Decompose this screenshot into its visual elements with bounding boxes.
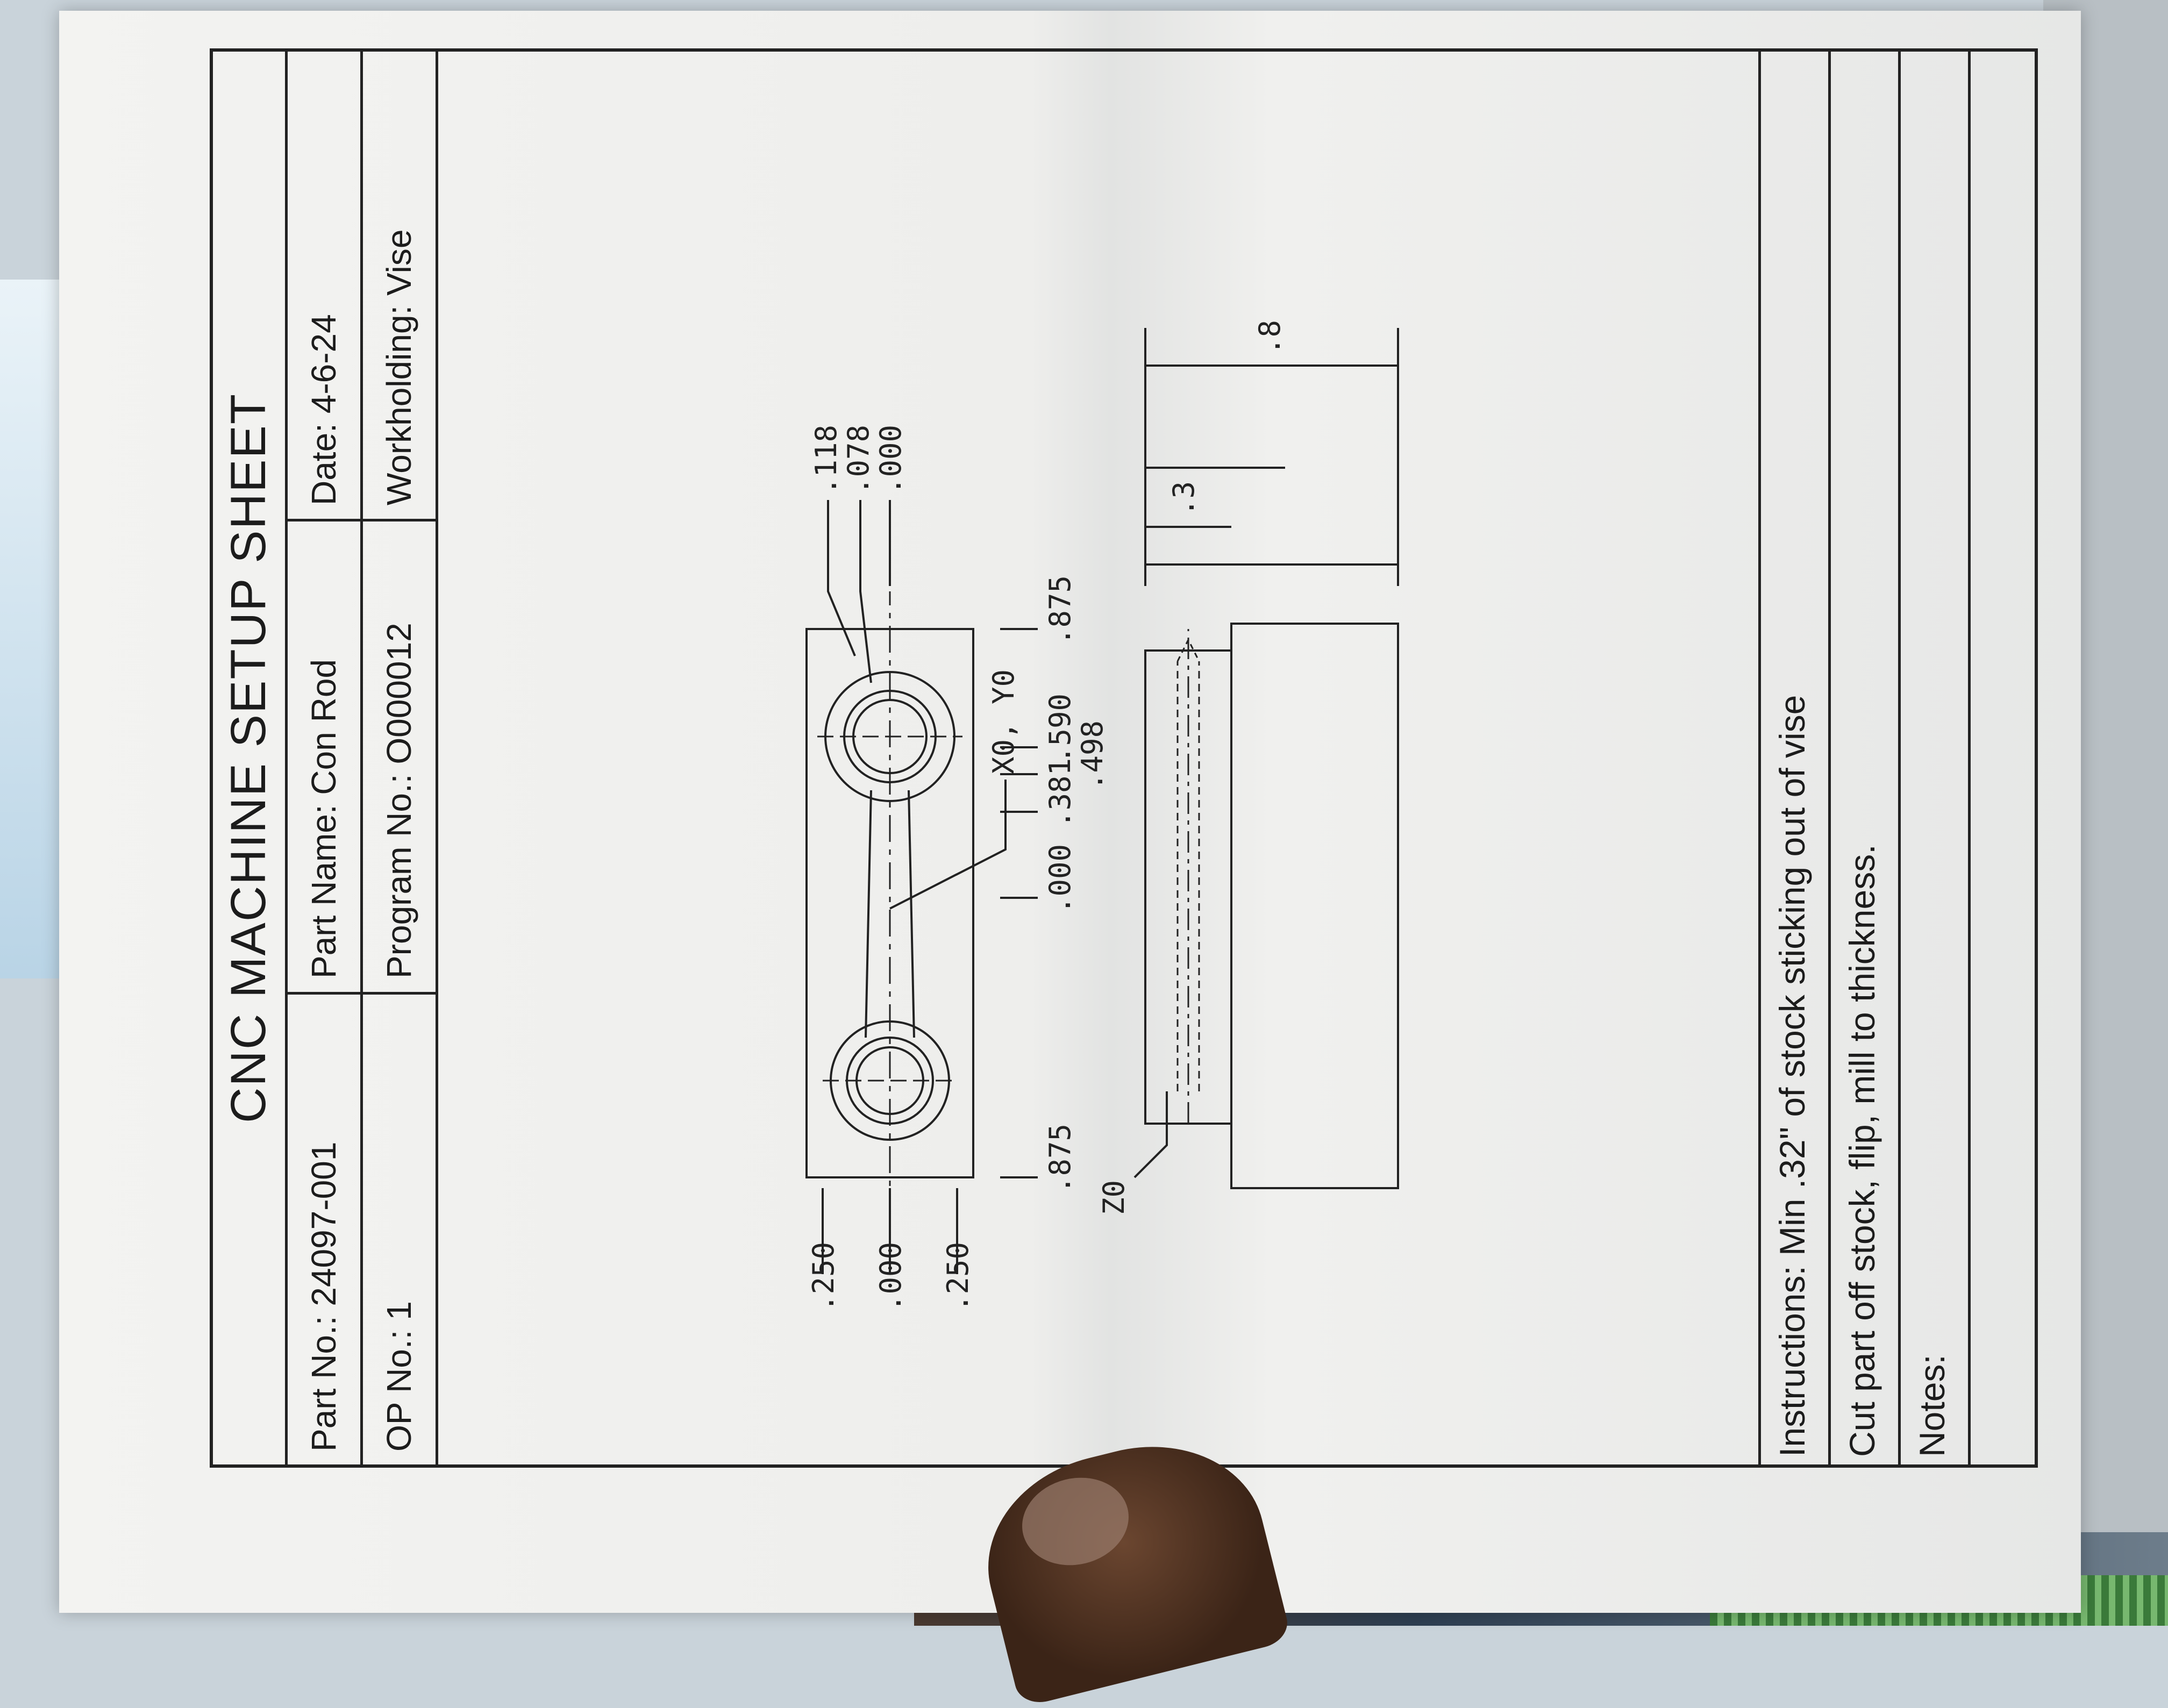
part-drawing: .250 .000 .250 .875 .000 .381 .498 .590 …: [805, 320, 1399, 1312]
right-dim-000: .000: [874, 425, 908, 495]
z0-label: Z0: [1097, 1180, 1131, 1215]
height-dim-8: .8: [1253, 320, 1287, 355]
y-dim-bottom: .250: [941, 1242, 975, 1312]
instructions-divider: [1968, 48, 1971, 1468]
stock-outline-side-view: [1230, 623, 1399, 1189]
instructions-divider: [1758, 48, 1761, 1468]
x-dim-right: .875: [1043, 575, 1077, 645]
instructions-line-1: Instructions: Min .32" of stock sticking…: [1772, 695, 1812, 1457]
instructions-line-2: Cut part off stock, flip, mill to thickn…: [1842, 844, 1882, 1457]
right-dim-118: .118: [809, 425, 843, 495]
setup-sheet-paper: [59, 11, 2081, 1613]
y-dim-center: .000: [874, 1242, 908, 1312]
setup-sheet: CNC MACHINE SETUP SHEET Part No.: 24097-…: [210, 48, 2038, 1468]
instructions-divider: [1898, 48, 1901, 1468]
x-dim-381: .381: [1043, 758, 1077, 828]
x-dim-590: .590: [1043, 694, 1077, 763]
right-dim-078: .078: [841, 425, 875, 495]
notes-label: Notes:: [1912, 1354, 1952, 1457]
x-dim-origin: .000: [1043, 844, 1077, 914]
instructions-divider: [1828, 48, 1831, 1468]
x-dim-left: .875: [1043, 1124, 1077, 1194]
origin-label: X0, Y0: [987, 669, 1021, 774]
height-dim-3: .3: [1167, 481, 1201, 516]
y-dim-top: .250: [807, 1242, 840, 1312]
x-dim-498: .498: [1075, 720, 1109, 790]
